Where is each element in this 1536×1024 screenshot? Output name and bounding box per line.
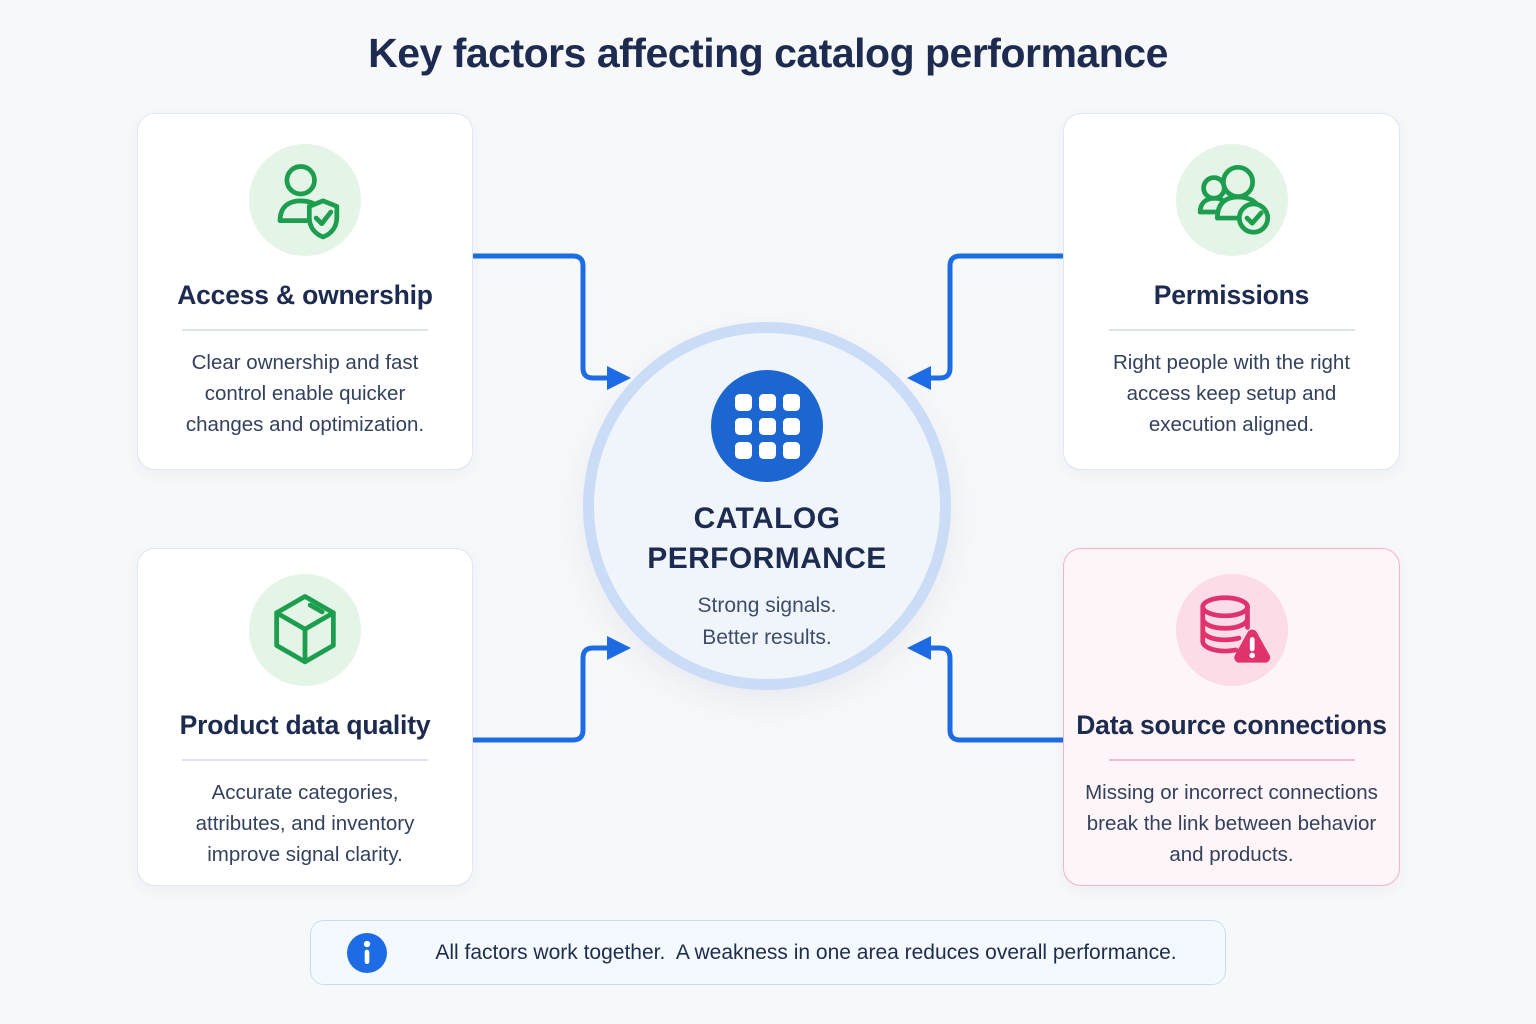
arrow-access-to-center	[472, 253, 631, 390]
center-circle: CATALOG PERFORMANCE Strong signals. Bett…	[583, 322, 951, 690]
page-title: Key factors affecting catalog performanc…	[368, 30, 1168, 76]
card-permissions: Permissions Right people with the right …	[1063, 113, 1400, 470]
divider	[182, 329, 428, 331]
info-icon	[347, 932, 387, 973]
card-data-source-connections: Data source connections Missing or incor…	[1063, 548, 1400, 886]
center-subtitle: Strong signals. Better results.	[698, 590, 837, 654]
center-title: CATALOG PERFORMANCE	[647, 499, 886, 579]
footer-text: All factors work together. A weakness in…	[435, 940, 1177, 964]
card-title: Access & ownership	[177, 280, 433, 310]
arrow-data-source-to-center	[907, 636, 1064, 743]
divider	[182, 759, 428, 761]
grid-icon	[711, 370, 823, 482]
card-description: Missing or incorrect connections break t…	[1085, 780, 1378, 866]
center-subtitle-line1: Strong signals.	[697, 594, 837, 617]
center-title-line1: CATALOG	[693, 502, 841, 535]
card-description: Accurate categories, attributes, and inv…	[195, 780, 415, 866]
footer-note: All factors work together. A weakness in…	[310, 920, 1226, 985]
person-shield-icon	[249, 144, 361, 256]
card-description: Right people with the right access keep …	[1112, 350, 1351, 436]
center-title-line2: PERFORMANCE	[647, 542, 887, 575]
database-warning-icon	[1175, 574, 1288, 686]
card-title: Data source connections	[1076, 710, 1387, 740]
card-product-data-quality: Product data quality Accurate categories…	[137, 548, 473, 886]
divider	[1108, 329, 1355, 331]
cube-icon	[249, 574, 361, 686]
card-description: Clear ownership and fast control enable …	[185, 350, 425, 436]
people-check-icon	[1175, 144, 1288, 256]
arrow-product-data-to-center	[472, 636, 631, 743]
card-access-ownership: Access & ownership Clear ownership and f…	[137, 113, 473, 470]
card-title: Permissions	[1153, 280, 1310, 310]
divider	[1108, 759, 1355, 761]
arrow-permissions-to-center	[907, 253, 1064, 390]
center-subtitle-line2: Better results.	[702, 626, 832, 649]
card-title: Product data quality	[179, 710, 431, 740]
